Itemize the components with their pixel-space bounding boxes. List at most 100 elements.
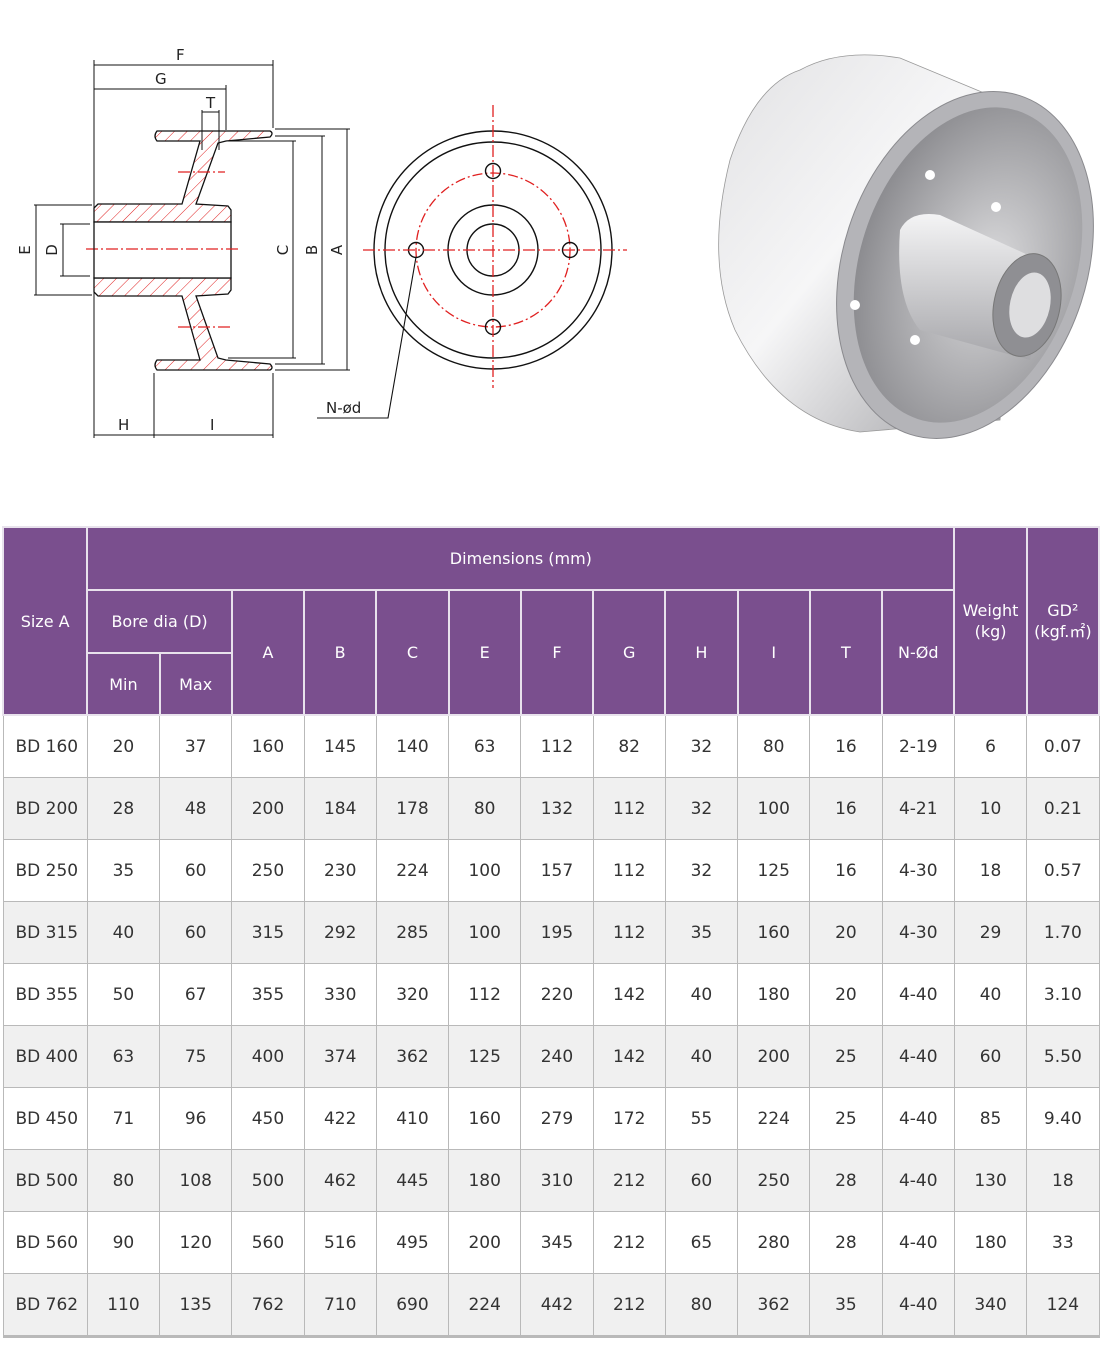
value-cell: 180 [953,1211,1028,1274]
value-cell: 212 [592,1211,666,1274]
size-cell: BD 400 [2,1025,88,1088]
value-cell: 340 [953,1273,1028,1338]
value-cell: 40 [664,963,739,1026]
value-cell: 100 [448,901,522,964]
size-cell: BD 355 [2,963,88,1026]
value-cell: 355 [231,963,305,1026]
value-cell: 200 [231,777,305,840]
value-cell: 96 [159,1087,233,1150]
value-cell: 160 [231,714,305,778]
value-cell: 33 [1026,1211,1100,1274]
size-cell: BD 450 [2,1087,88,1150]
value-cell: 320 [375,963,450,1026]
header-col-c: C [375,589,450,716]
dim-label-f: F [176,46,185,64]
value-cell: 400 [231,1025,305,1088]
value-cell: 60 [664,1149,739,1212]
value-cell: 63 [86,1025,161,1088]
value-cell: 35 [86,839,161,902]
value-cell: 195 [520,901,594,964]
value-cell: 5.50 [1026,1025,1100,1088]
value-cell: 100 [737,777,811,840]
technical-drawing: F G T E D C B A H I N-ød [16,46,1094,439]
value-cell: 2-19 [881,714,955,778]
value-cell: 224 [448,1273,522,1338]
dim-label-i: I [210,416,214,434]
value-cell: 200 [737,1025,811,1088]
value-cell: 75 [159,1025,233,1088]
value-cell: 18 [1026,1149,1100,1212]
value-cell: 442 [520,1273,594,1338]
value-cell: 220 [520,963,594,1026]
value-cell: 362 [375,1025,450,1088]
value-cell: 422 [303,1087,377,1150]
value-cell: 180 [448,1149,522,1212]
value-cell: 142 [592,1025,666,1088]
value-cell: 16 [809,839,883,902]
value-cell: 16 [809,777,883,840]
value-cell: 172 [592,1087,666,1150]
value-cell: 132 [520,777,594,840]
value-cell: 445 [375,1149,450,1212]
value-cell: 80 [448,777,522,840]
value-cell: 4-40 [881,1149,955,1212]
value-cell: 224 [375,839,450,902]
value-cell: 18 [953,839,1028,902]
value-cell: 0.07 [1026,714,1100,778]
value-cell: 250 [231,839,305,902]
size-cell: BD 160 [2,714,88,778]
value-cell: 112 [592,777,666,840]
header-col-g: G [592,589,667,716]
value-cell: 345 [520,1211,594,1274]
value-cell: 32 [664,839,739,902]
dim-label-a: A [328,244,346,255]
value-cell: 112 [448,963,522,1026]
value-cell: 4-40 [881,1087,955,1150]
value-cell: 55 [664,1087,739,1150]
value-cell: 0.21 [1026,777,1100,840]
value-cell: 4-21 [881,777,955,840]
value-cell: 178 [375,777,450,840]
header-size: Size A [1,526,89,716]
value-cell: 142 [592,963,666,1026]
value-cell: 135 [159,1273,233,1338]
value-cell: 90 [86,1211,161,1274]
value-cell: 50 [86,963,161,1026]
value-cell: 230 [303,839,377,902]
header-bore-max: Max [158,652,233,716]
technical-drawing-area: F G T E D C B A H I N-ød [0,0,1100,470]
value-cell: 200 [448,1211,522,1274]
value-cell: 82 [592,714,666,778]
value-cell: 157 [520,839,594,902]
value-cell: 20 [809,963,883,1026]
value-cell: 160 [737,901,811,964]
value-cell: 60 [159,901,233,964]
dim-label-h: H [118,416,129,434]
value-cell: 690 [375,1273,450,1338]
value-cell: 32 [664,777,739,840]
front-view: N-ød [317,105,627,419]
header-weight: Weight(kg) [953,526,1028,716]
value-cell: 224 [737,1087,811,1150]
value-cell: 315 [231,901,305,964]
dim-label-t: T [205,94,216,112]
header-bore-dia: Bore dia (D) [86,589,233,654]
value-cell: 25 [809,1087,883,1150]
header-dimensions: Dimensions (mm) [86,526,956,591]
value-cell: 125 [737,839,811,902]
value-cell: 40 [953,963,1028,1026]
value-cell: 180 [737,963,811,1026]
value-cell: 40 [86,901,161,964]
dim-label-holes: N-ød [326,399,361,417]
value-cell: 140 [375,714,450,778]
value-cell: 35 [664,901,739,964]
value-cell: 28 [809,1211,883,1274]
value-cell: 10 [953,777,1028,840]
dim-label-c: C [274,245,292,255]
